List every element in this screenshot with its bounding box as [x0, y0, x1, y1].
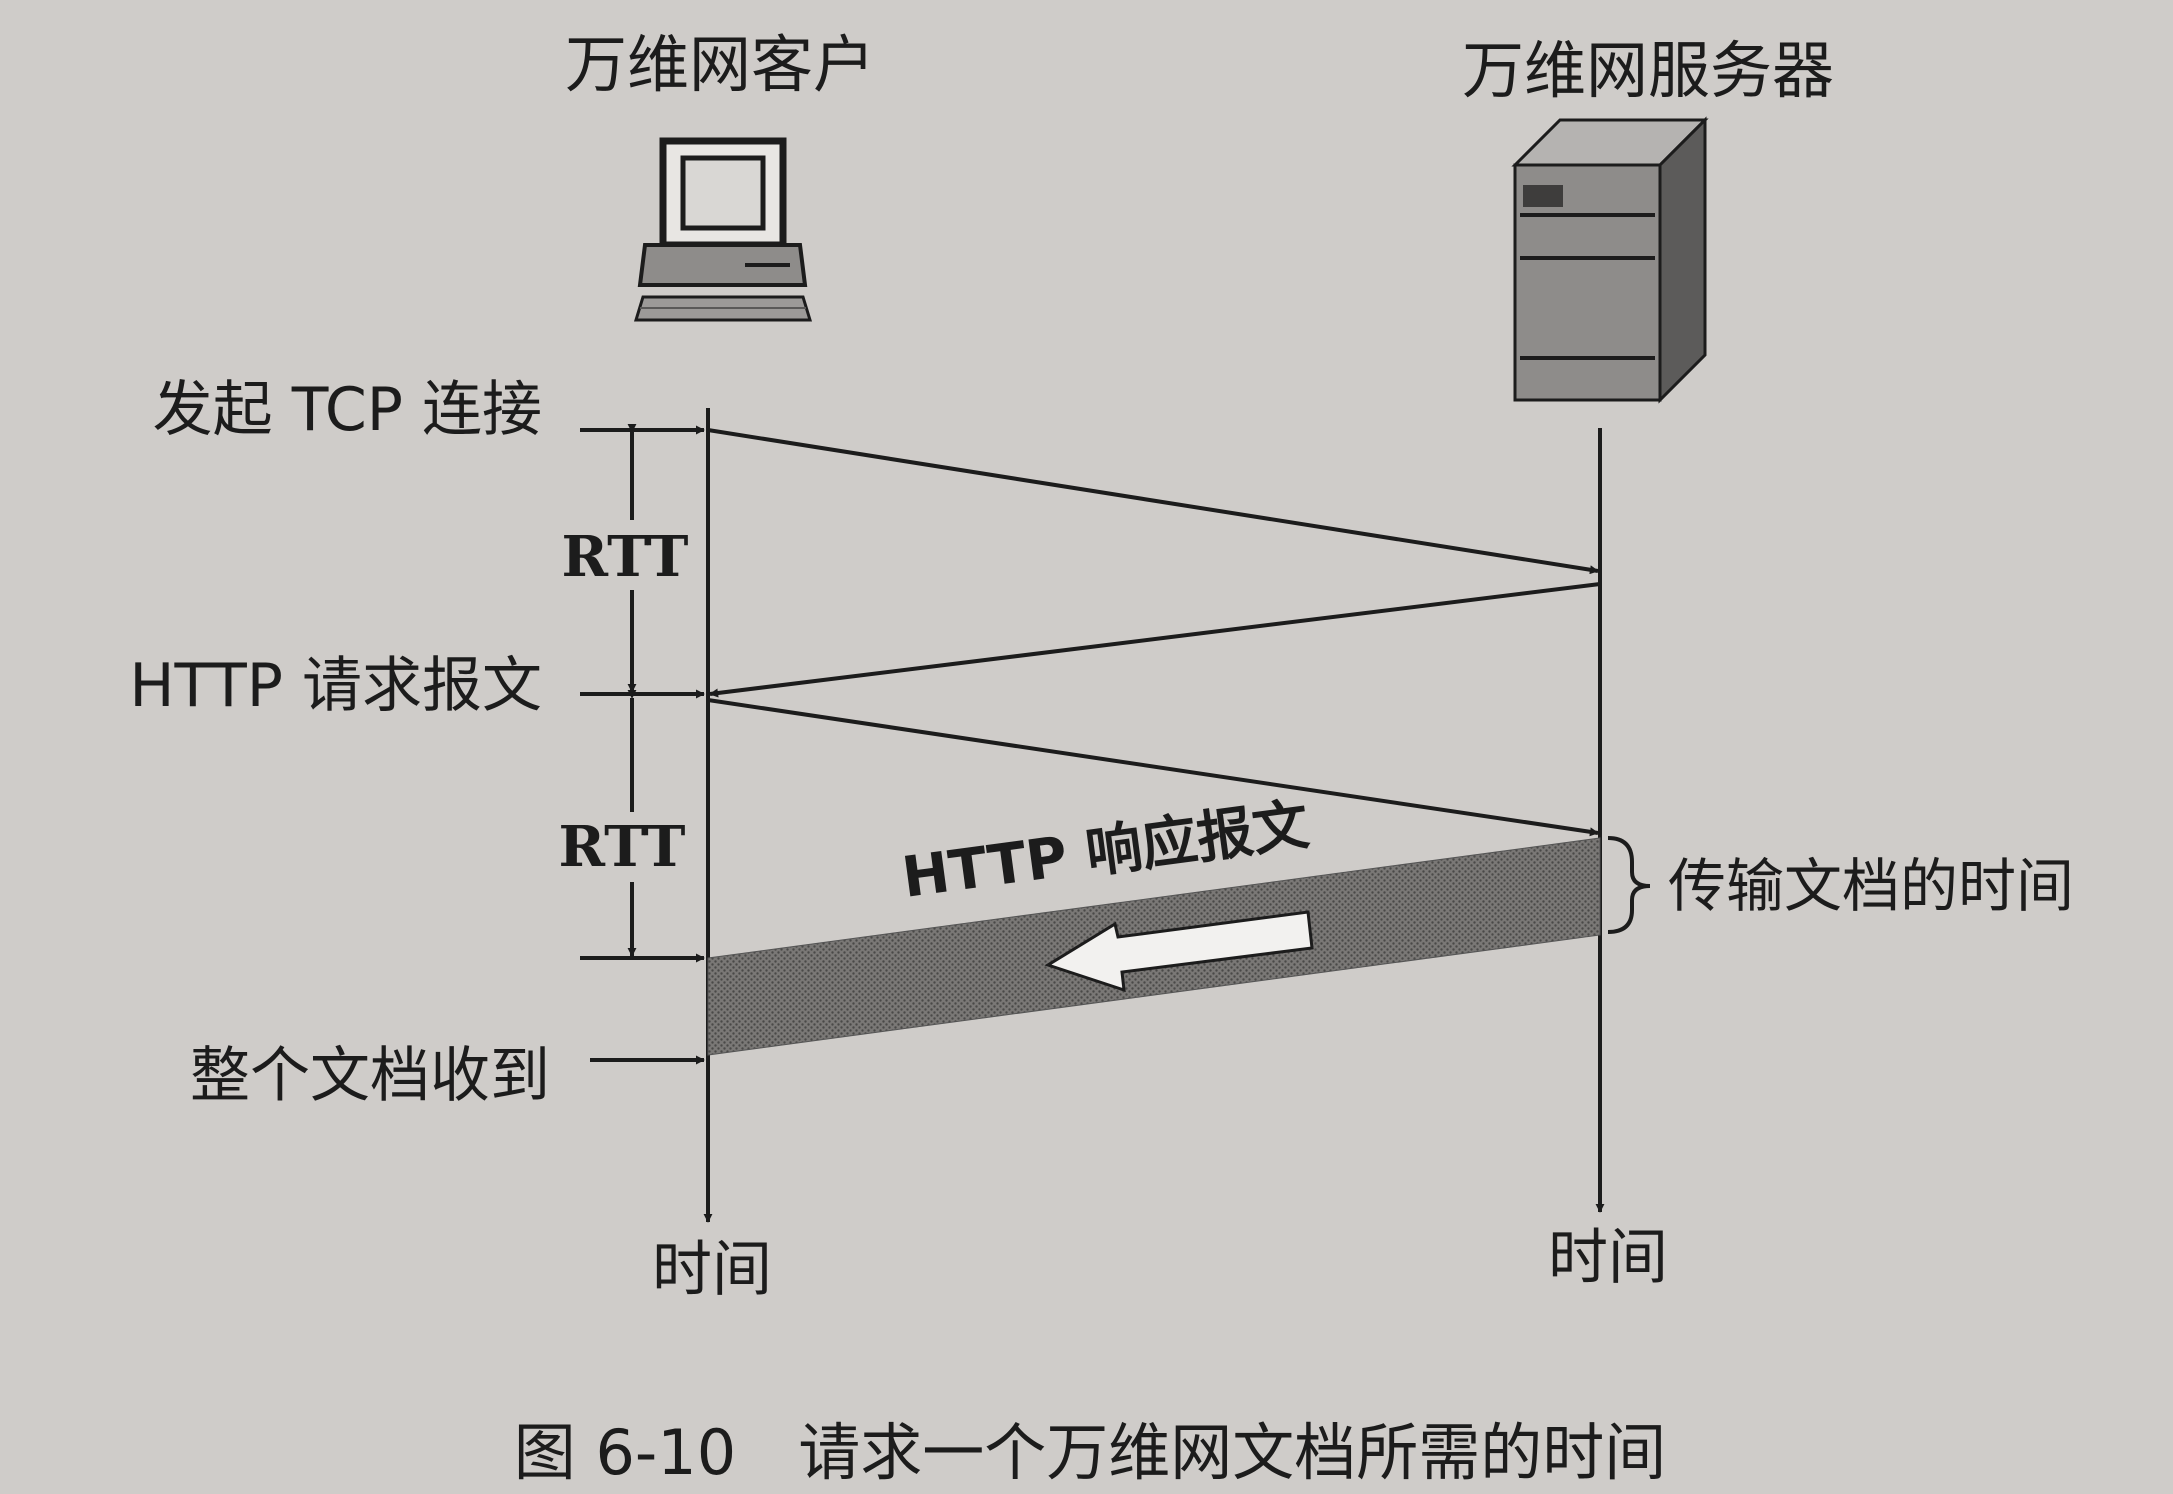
server-time-label: 时间 — [1548, 1223, 1668, 1293]
transfer-time-label: 传输文档的时间 — [1668, 852, 2074, 920]
http-request-label: HTTP 请求报文 — [129, 651, 542, 721]
figure-caption: 图 6-10 请求一个万维网文档所需的时间 — [514, 1416, 1666, 1489]
rtt-label-2-bg — [552, 812, 652, 882]
client-time-label: 时间 — [652, 1235, 772, 1305]
rtt-label-1-bg — [552, 520, 652, 590]
server-title: 万维网服务器 — [1462, 34, 1834, 107]
rtt-label-1: RTT — [562, 524, 689, 590]
response-direction-arrow — [1044, 910, 1314, 993]
client-title: 万维网客户 — [565, 28, 875, 101]
tcp-ack-arrow — [709, 582, 1601, 698]
rtt-label-2: RTT — [559, 814, 686, 880]
http-request-arrow — [707, 698, 1599, 837]
client-computer-icon — [633, 137, 813, 322]
tcp-connect-label: 发起 TCP 连接 — [153, 375, 542, 445]
document-received-label: 整个文档收到 — [190, 1041, 550, 1111]
transfer-time-brace — [1607, 836, 1651, 934]
tcp-syn-arrow — [707, 428, 1599, 575]
server-icon — [1511, 116, 1709, 404]
